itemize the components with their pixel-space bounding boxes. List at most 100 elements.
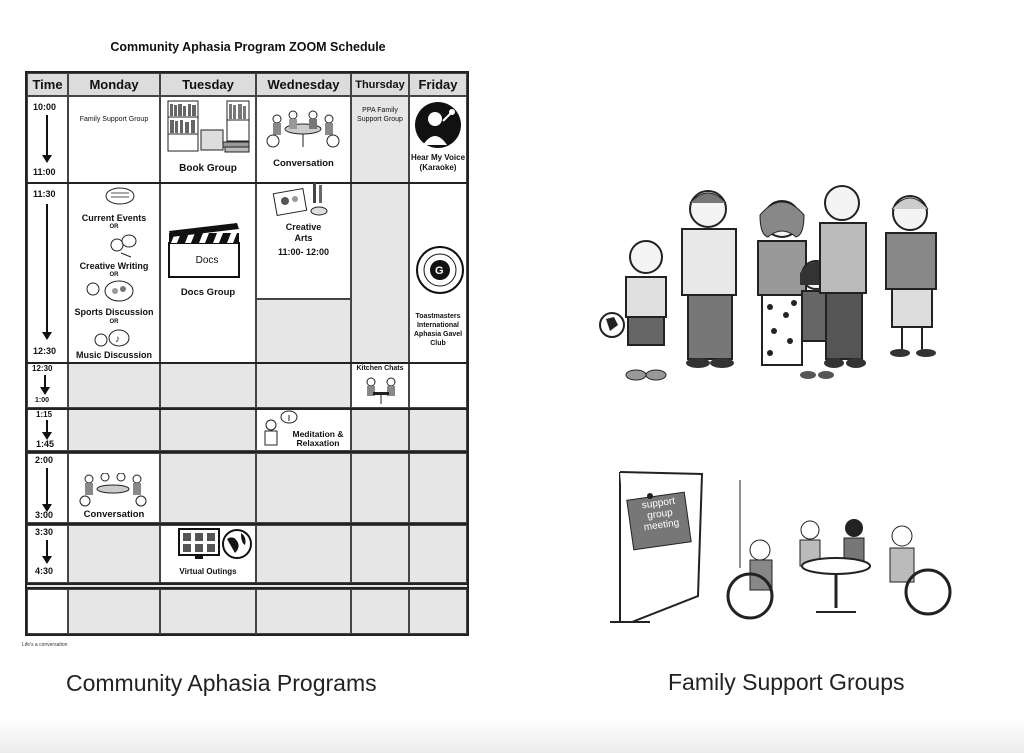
- time-label: 11:30: [33, 189, 56, 199]
- arrow-down-icon: [42, 468, 52, 512]
- docs-group-label: Docs Group: [180, 287, 236, 298]
- conversation-wed-label: Conversation: [273, 158, 334, 169]
- caption-family-support: Family Support Groups: [668, 669, 905, 695]
- time-label: 12:30: [32, 364, 53, 373]
- creative-arts-label-2: Arts: [294, 233, 313, 243]
- arrow-down-icon: [42, 420, 52, 440]
- bookshelf-icon: [167, 100, 250, 153]
- time-label: 3:00: [35, 510, 54, 520]
- paint-palette-icon: [272, 183, 328, 217]
- time-label: 4:30: [35, 566, 54, 576]
- cell-monday-10: [68, 96, 160, 183]
- cell-monday-1230: [68, 363, 160, 408]
- creative-arts-time: 11:00- 12:00: [277, 247, 330, 257]
- or-label: OR: [109, 272, 119, 278]
- cell-thursday-200: [351, 453, 409, 523]
- cell-thursday-1130: [351, 183, 409, 363]
- cell-monday-200: [68, 453, 160, 523]
- header-time: Time: [27, 73, 68, 96]
- ppa-family-label-1: PPA Family: [362, 107, 398, 114]
- cell-friday-1130: [409, 183, 467, 408]
- virtual-outings-label: Virtual Outings: [179, 567, 237, 576]
- conversation-group-icon: [79, 473, 147, 507]
- hear-my-voice-label-1: Hear My Voice: [410, 153, 466, 162]
- row-divider: [27, 523, 467, 525]
- kitchen-table-icon: [366, 377, 396, 404]
- header-wednesday: Wednesday: [256, 73, 351, 96]
- meditation-label-1: Meditation &: [292, 429, 344, 439]
- hear-my-voice-label-2: (Karaoke): [419, 163, 457, 172]
- virtual-outings-icon: [178, 528, 252, 559]
- schedule-table: Time Monday Tuesday Wednesday Thursday F…: [25, 71, 469, 636]
- cell-thursday-330: [351, 525, 409, 583]
- time-label: 1:15: [36, 410, 53, 419]
- svg-text:♪: ♪: [115, 334, 120, 345]
- arrow-down-icon: [42, 115, 52, 163]
- meditation-label-2: Relaxation: [296, 438, 340, 448]
- time-label: 2:00: [35, 455, 54, 465]
- bottom-band: [0, 718, 1024, 753]
- conversation-mon-label: Conversation: [83, 509, 145, 520]
- cell-thursday-empty: [351, 589, 409, 634]
- music-icon: ♪: [94, 329, 130, 347]
- cell-wednesday-200: [256, 453, 351, 523]
- svg-text:G: G: [435, 265, 444, 277]
- cell-tuesday-200: [160, 453, 256, 523]
- cell-wednesday-empty: [256, 589, 351, 634]
- clapperboard-icon: [168, 223, 240, 278]
- creative-writing-label: Creative Writing: [79, 261, 149, 271]
- header-tuesday: Tuesday: [160, 73, 256, 96]
- writing-icon: [110, 234, 137, 258]
- cell-thursday-10: [351, 96, 409, 183]
- row-divider: [27, 362, 467, 364]
- arrow-down-icon: [42, 540, 52, 564]
- cell-monday-330: [68, 525, 160, 583]
- toastmasters-label-1: Toastmasters: [415, 313, 461, 320]
- creative-arts-label-1: Creative: [285, 222, 322, 232]
- toastmasters-label-2: International: [416, 322, 459, 329]
- cell-friday-330: [409, 525, 467, 583]
- toastmasters-label-3: Aphasia Gavel: [413, 331, 463, 338]
- cell-friday-115: [409, 409, 467, 451]
- docs-slate-label: Docs: [195, 255, 219, 266]
- toastmasters-label-4: Club: [430, 340, 446, 347]
- row-divider: [27, 451, 467, 453]
- row-divider: [27, 583, 467, 585]
- arrow-down-icon: [40, 375, 50, 395]
- cell-tuesday-115: [160, 409, 256, 451]
- cell-friday-empty: [409, 589, 467, 634]
- time-label: 12:30: [33, 346, 57, 356]
- karaoke-singer-icon: [415, 102, 461, 148]
- or-label: OR: [109, 319, 119, 325]
- caption-community-aphasia: Community Aphasia Programs: [66, 670, 377, 696]
- sports-icon: [86, 280, 134, 302]
- time-label: 1:00: [35, 397, 50, 404]
- header-monday: Monday: [68, 73, 160, 96]
- cell-friday-200: [409, 453, 467, 523]
- current-events-label: Current Events: [81, 213, 147, 223]
- cell-tuesday-1230: [160, 363, 256, 408]
- ppa-family-label-2: Support Group: [357, 116, 403, 123]
- conversation-group-icon: [266, 110, 340, 148]
- meditation-person-icon: [264, 410, 298, 446]
- music-discussion-label: Music Discussion: [75, 350, 153, 360]
- schedule-title: Community Aphasia Program ZOOM Schedule: [110, 40, 386, 54]
- arrow-down-icon: [42, 204, 52, 340]
- sports-discussion-label: Sports Discussion: [74, 307, 154, 317]
- time-label: 11:00: [33, 167, 56, 177]
- time-label: 10:00: [33, 102, 57, 112]
- cell-thursday-115: [351, 409, 409, 451]
- family-illustration: [599, 185, 937, 381]
- header-thursday: Thursday: [351, 73, 409, 96]
- book-group-label: Book Group: [179, 163, 237, 174]
- gavel-club-seal-icon: G: [416, 246, 464, 294]
- cell-monday-1130: [68, 183, 160, 363]
- header-friday: Friday: [409, 73, 467, 96]
- footer-tagline: Life's a conversation: [22, 642, 68, 648]
- or-label: OR: [109, 224, 119, 230]
- cell-wednesday-1230: [256, 363, 351, 408]
- row-divider: [27, 408, 467, 410]
- cell-tuesday-empty: [160, 589, 256, 634]
- cell-wednesday-330: [256, 525, 351, 583]
- time-label: 3:30: [35, 527, 54, 537]
